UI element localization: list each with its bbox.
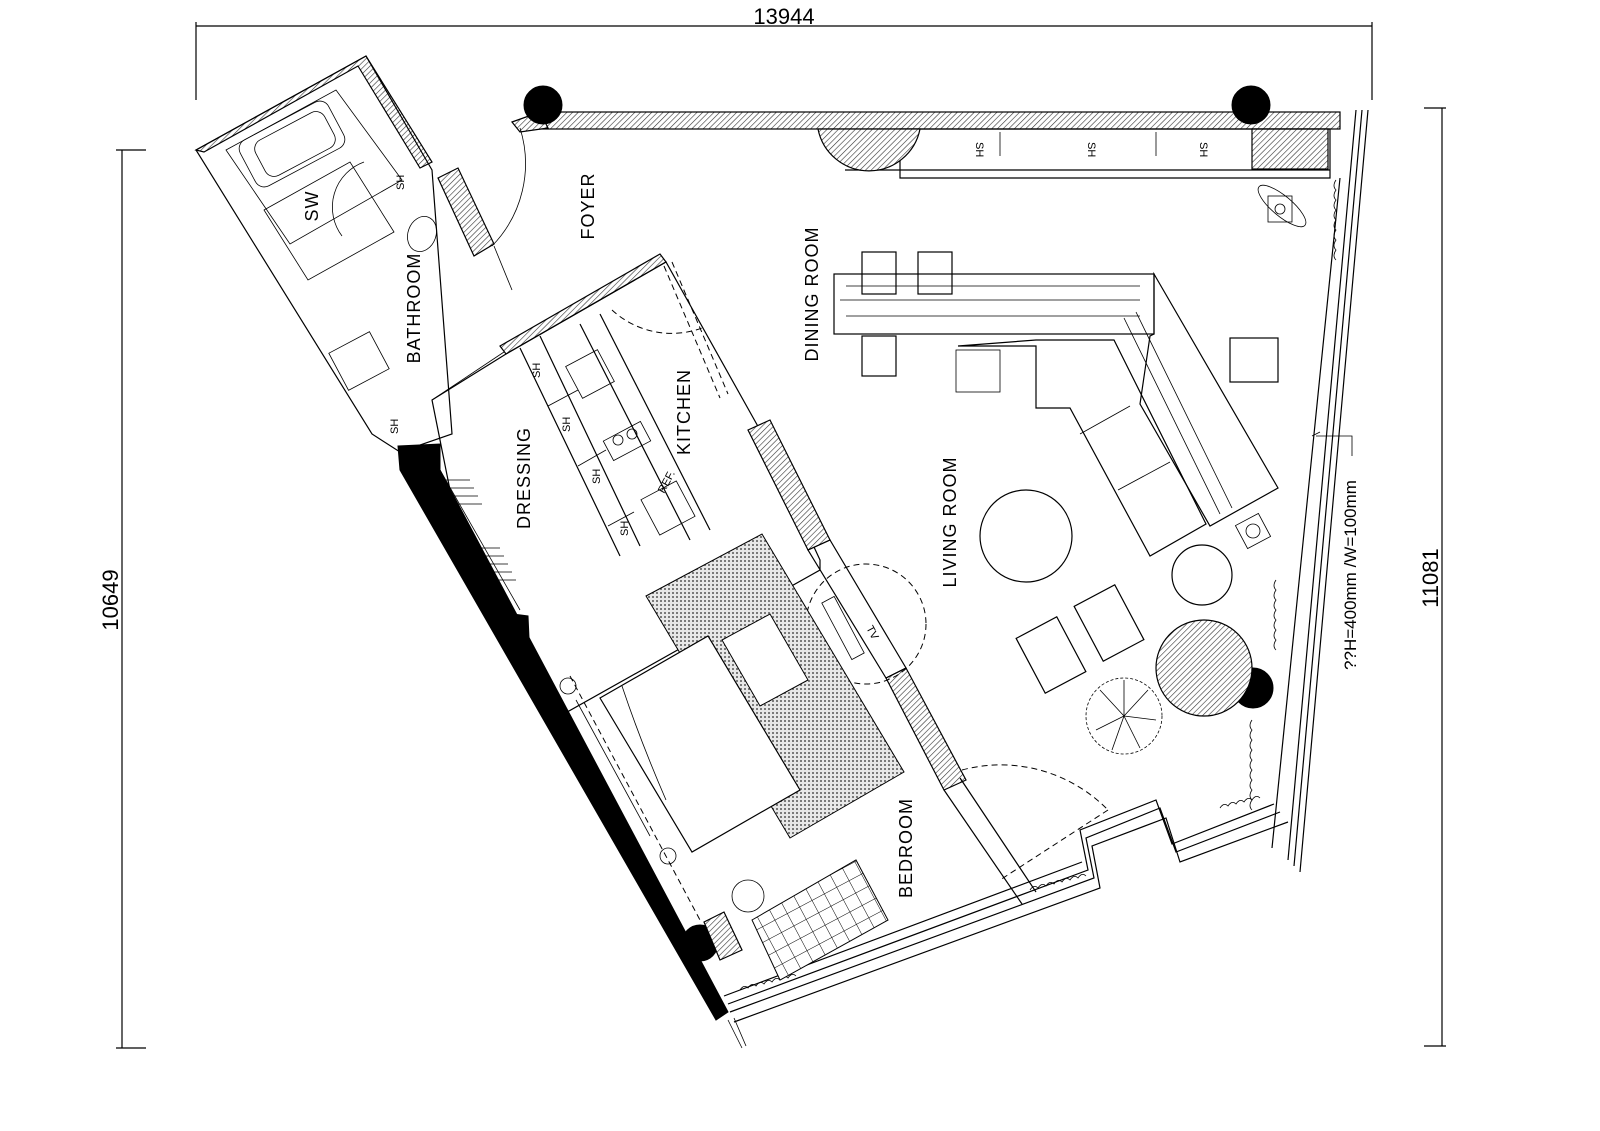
column-icon — [523, 85, 563, 125]
shelf-label: SH — [1197, 142, 1209, 157]
shelf-label: SH — [531, 363, 543, 378]
top-shelves: SH SH SH — [973, 142, 1209, 157]
right-facade: ??H=400mm /W=100mm — [1249, 109, 1369, 873]
partition-wall: TV — [747, 419, 1109, 905]
top-wall — [511, 111, 1341, 179]
dimension-top-label: 13944 — [753, 4, 814, 29]
shelf-label: SH — [1085, 142, 1097, 157]
room-label-kitchen: KITCHEN — [674, 369, 694, 455]
column-icon — [1231, 85, 1271, 125]
shelf-label: SH — [591, 469, 603, 484]
shelf-label: SH — [389, 419, 401, 434]
bed — [599, 635, 801, 853]
room-label-dressing: DRESSING — [514, 427, 534, 529]
light-icon — [559, 677, 577, 695]
room-label-bathroom: BATHROOM — [404, 253, 424, 364]
ac-unit-icon — [1257, 184, 1307, 228]
bathroom: SW SH SH BATHROOM — [194, 55, 495, 453]
room-label-living-room: LIVING ROOM — [940, 456, 960, 587]
dimension-right: 11081 — [1418, 107, 1446, 1047]
hanging-clothes — [439, 469, 521, 611]
bedroom: BEDROOM — [559, 533, 916, 981]
shelf-label: SH — [619, 521, 631, 536]
tv-label: TV — [863, 624, 881, 643]
living-room: LIVING ROOM — [940, 184, 1307, 755]
shelf-label: SH — [561, 417, 573, 432]
shelf-label: SH — [973, 142, 985, 157]
foyer-door — [491, 127, 526, 291]
shelf-label: SH — [395, 175, 407, 190]
room-label-dining-room: DINING ROOM — [802, 227, 822, 362]
dimension-right-label: 11081 — [1418, 548, 1443, 608]
shower-label: SW — [302, 191, 322, 222]
light-icon — [659, 847, 677, 865]
dimension-top: 13944 — [195, 4, 1373, 100]
plant-icon — [1085, 677, 1163, 755]
radiator-note: ??H=400mm /W=100mm — [1341, 480, 1360, 670]
room-label-foyer: FOYER — [578, 172, 598, 239]
dining-room: DINING ROOM — [802, 227, 1155, 377]
dimension-left-label: 10649 — [98, 569, 123, 630]
dimension-left: 10649 — [98, 149, 146, 1049]
room-label-bedroom: BEDROOM — [896, 798, 916, 898]
